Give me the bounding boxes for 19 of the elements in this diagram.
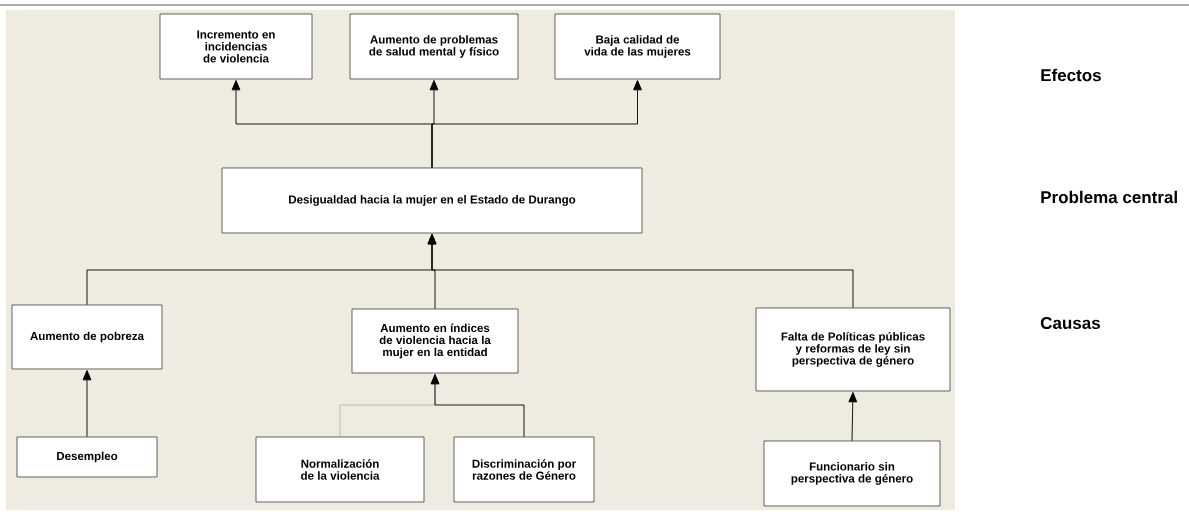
box: Desigualdad hacia la mujer en el Estado de Durango [221, 167, 643, 234]
box: Baja calidad de vida de las mujeres [554, 13, 721, 80]
box: Desempleo [16, 436, 158, 478]
arrow [427, 234, 854, 309]
section-label: Causas [1040, 316, 1100, 329]
box: Discriminación por razones de Género [453, 436, 595, 503]
arrow [431, 80, 642, 169]
section-label: Efectos [1041, 68, 1101, 82]
box: Aumento en índices de violencia hacia la mujer en la entidad [351, 308, 519, 374]
section-label: Problema central [1041, 190, 1177, 204]
arrow [848, 392, 858, 442]
box: Funcionario sin perspectiva de género [763, 440, 941, 507]
box: Normalización de la violencia [255, 436, 425, 503]
box: Aumento de problemas de salud mental y físico [349, 13, 519, 80]
box: Incremento en incidencias de violencia [159, 13, 313, 80]
box: Falta de Políticas públicas y reformas de ley sin perspectiva de género [755, 307, 951, 392]
arrow [430, 374, 525, 438]
box: Aumento de pobreza [11, 304, 163, 370]
arrow [82, 370, 92, 438]
